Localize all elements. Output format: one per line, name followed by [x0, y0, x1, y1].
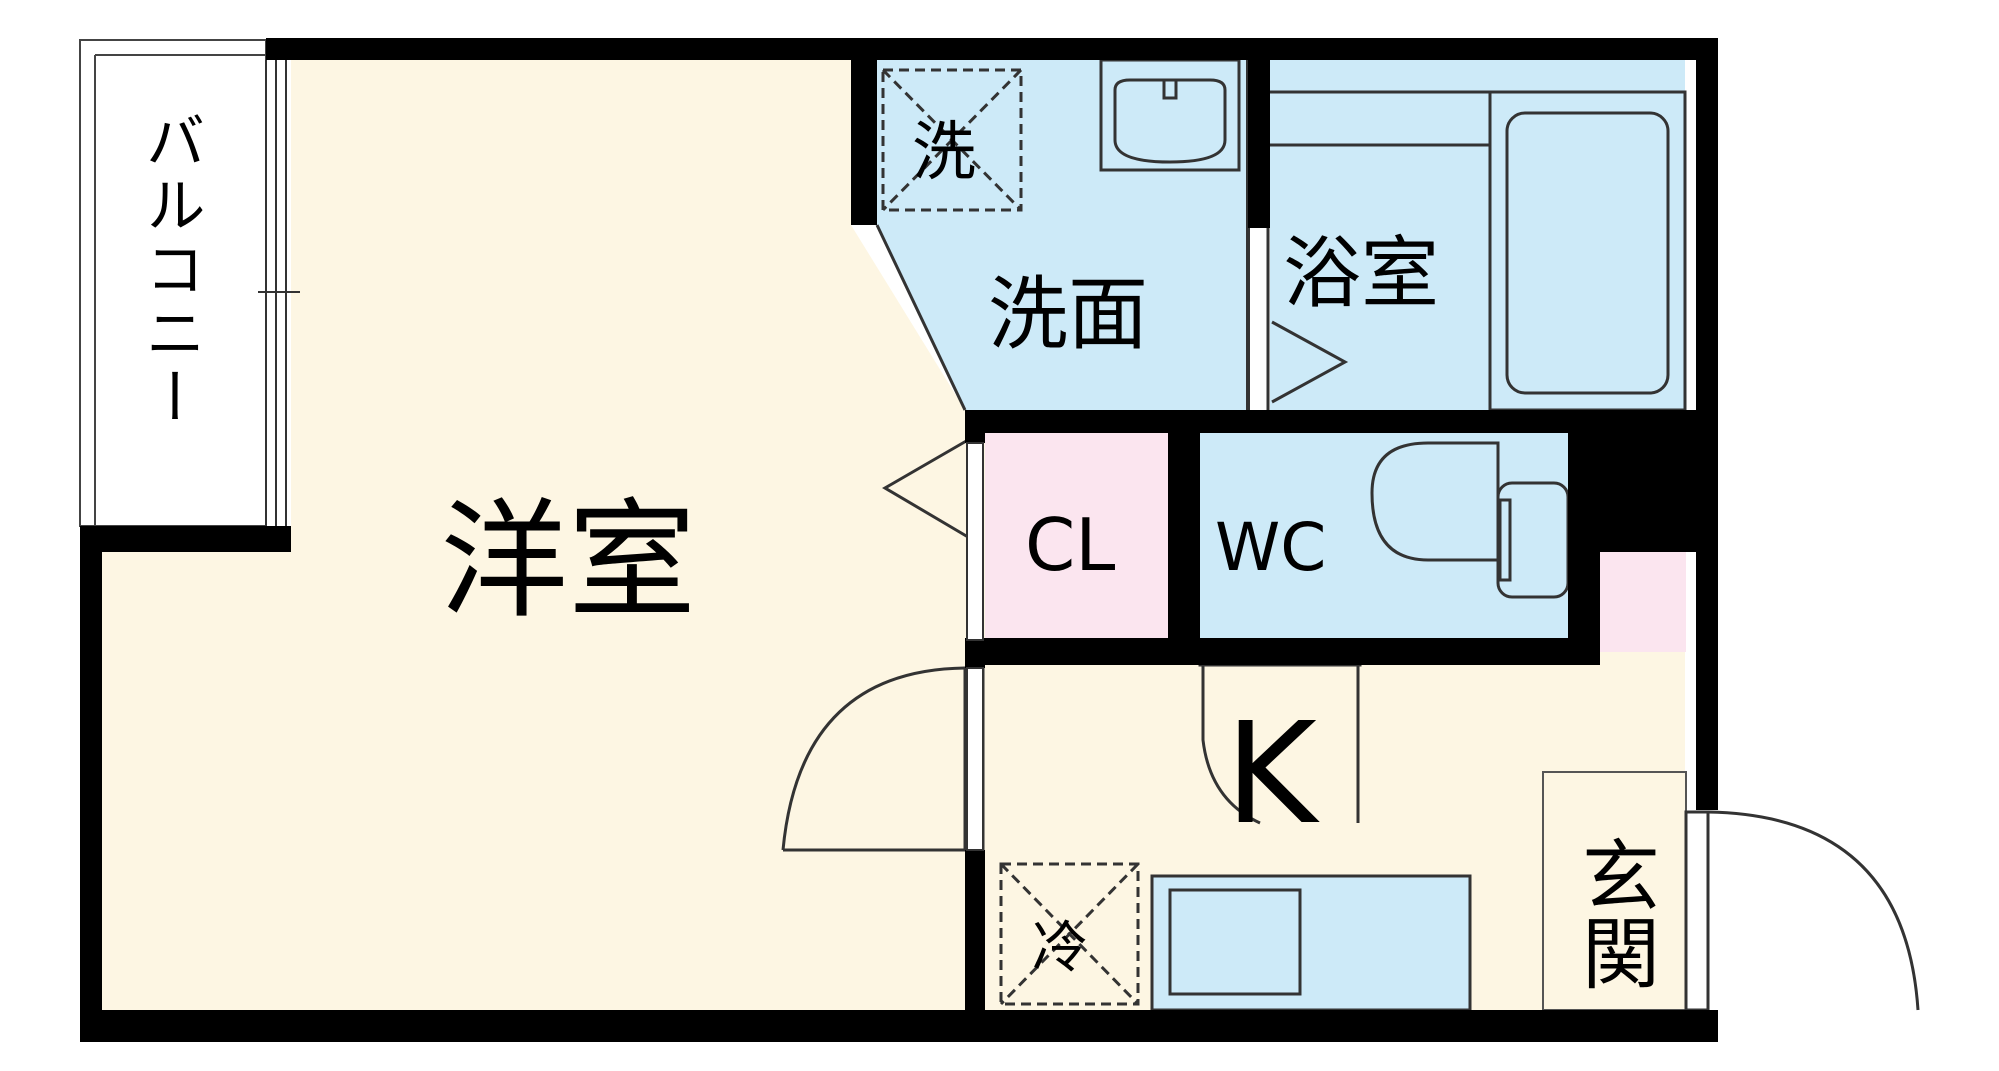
walls [80, 38, 1718, 1042]
fridge-space [999, 862, 1140, 1006]
room-labels: バルコニー 洋室 洗面 洗 浴室 CL WC K 冷 玄関 [135, 110, 1659, 991]
closet-label: CL [1025, 503, 1115, 587]
toilet-floor [1200, 433, 1568, 638]
western-room-label: 洋室 [440, 487, 696, 636]
washer-pan [881, 68, 1023, 212]
fridge-label: 冷 [1032, 916, 1088, 981]
bathroom-floor [1270, 60, 1685, 410]
fixtures [258, 58, 1920, 1012]
entrance-floor [1542, 771, 1687, 1011]
closet-floor [985, 433, 1168, 638]
balcony-window [258, 60, 300, 526]
washroom-label: 洗面 [988, 268, 1148, 361]
entrance-label: 玄関 [1569, 835, 1659, 991]
balcony-label: バルコニー [135, 110, 205, 430]
washroom-floor [877, 60, 1248, 410]
entrance-door [1684, 810, 1920, 1012]
toilet-label: WC [1215, 509, 1326, 586]
entrance-storage [1600, 552, 1686, 652]
kitchen-label: K [1225, 693, 1320, 856]
closet-door [882, 438, 969, 539]
washer-label: 洗 [912, 116, 976, 190]
bathroom-label: 浴室 [1283, 229, 1439, 319]
bathroom-door [1271, 320, 1349, 404]
kitchen-sink [1168, 888, 1302, 996]
western-room-floor [102, 60, 1685, 1010]
